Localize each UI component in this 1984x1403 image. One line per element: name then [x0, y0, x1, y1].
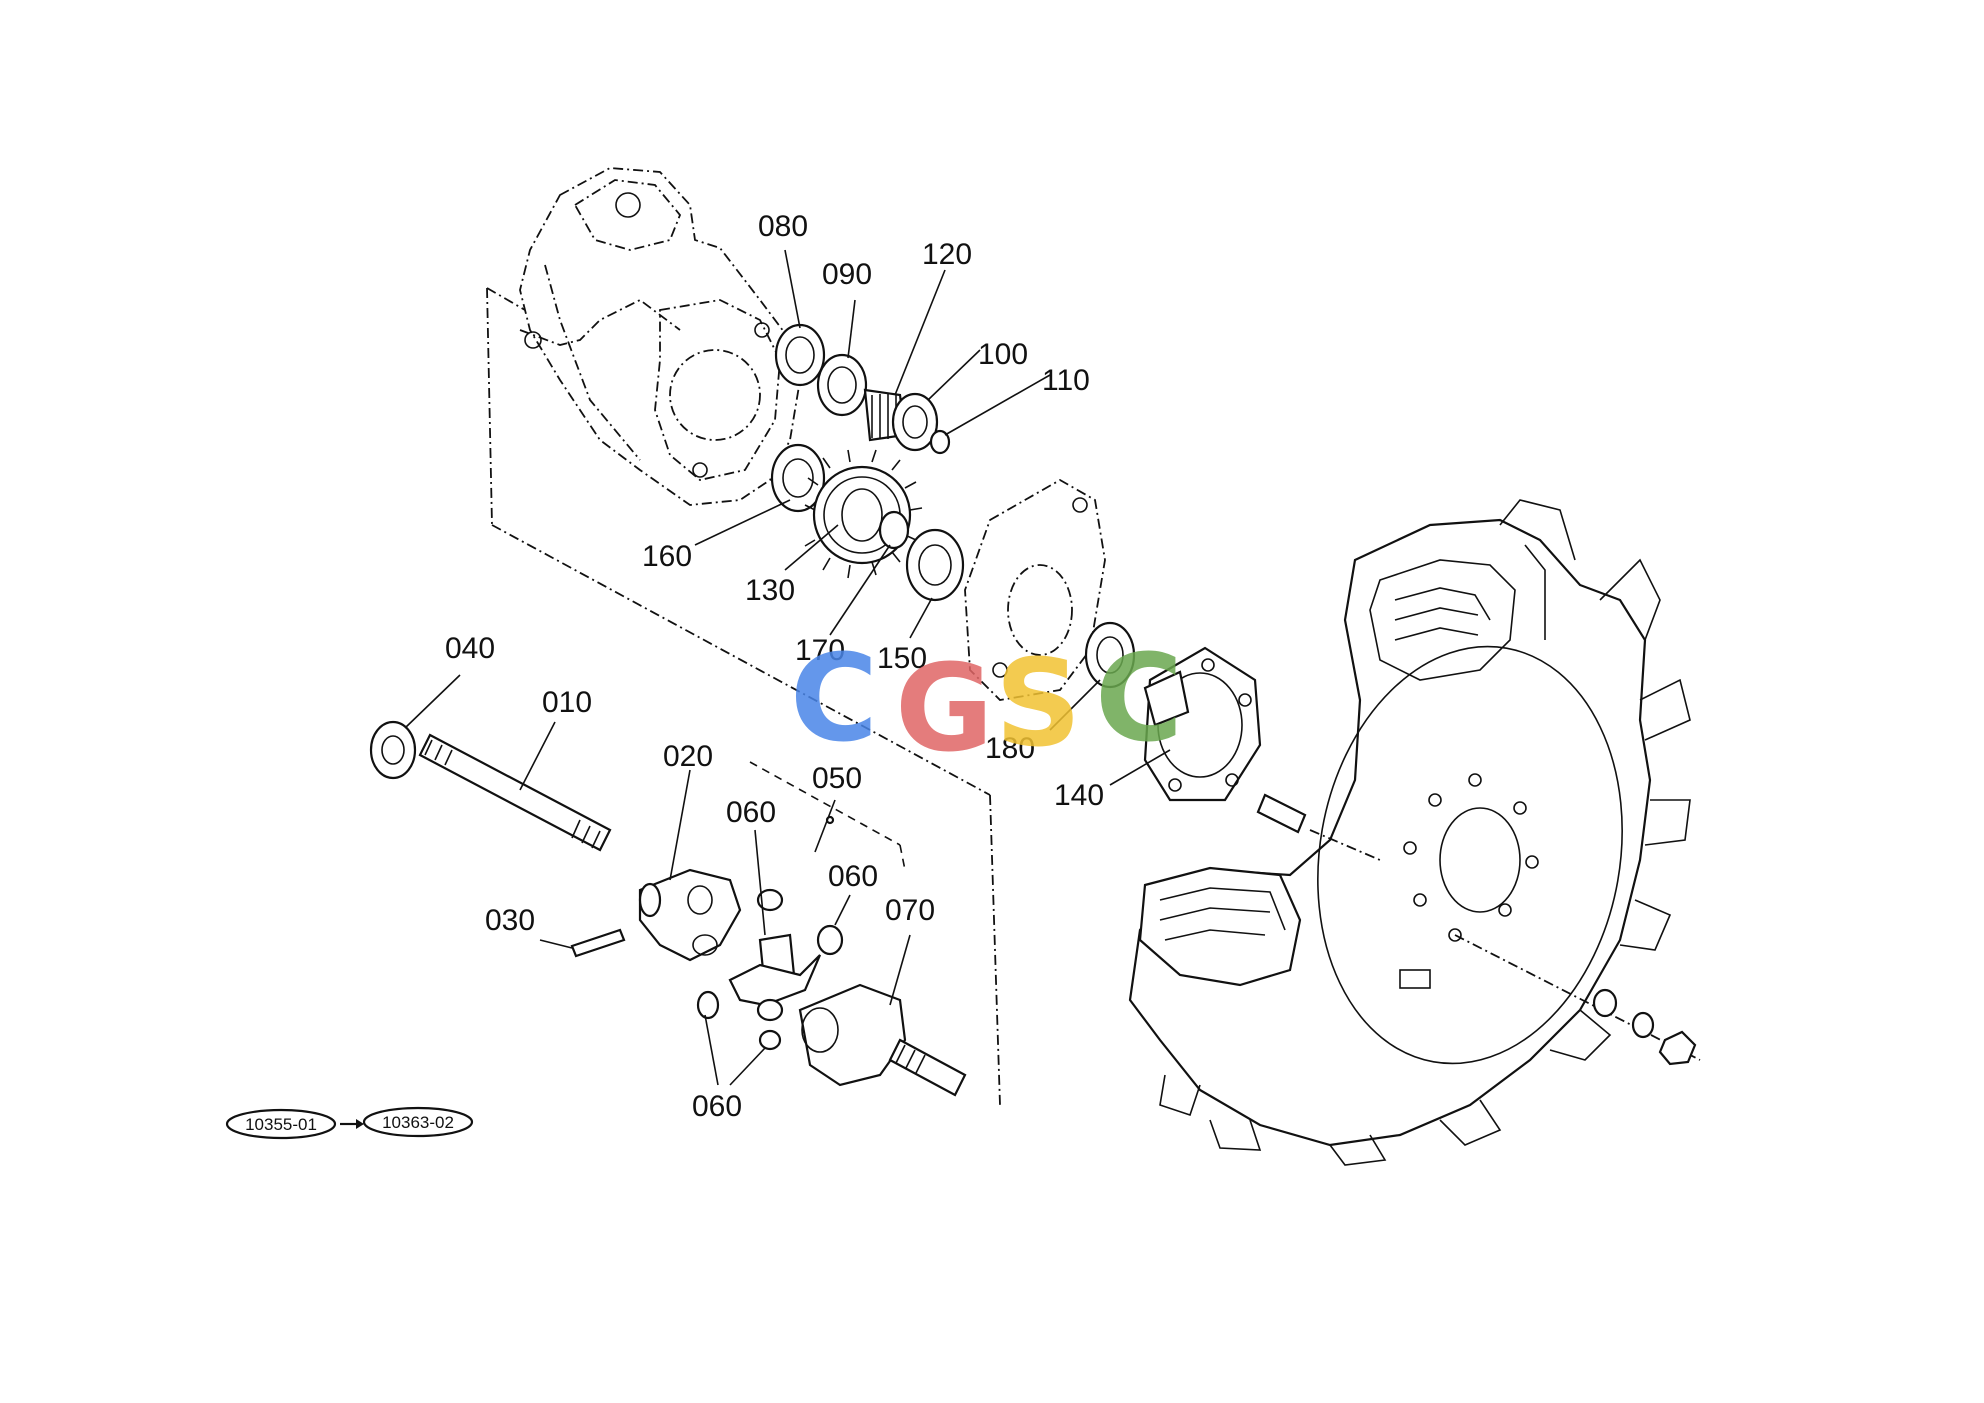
universal-joint	[638, 815, 967, 1097]
arrow-right-icon	[356, 1119, 364, 1129]
reference-from-oval	[225, 1108, 337, 1140]
iron-cage-wheel	[1128, 499, 1691, 1166]
watermark-letter-4: C	[1095, 630, 1183, 769]
reference-to-text: 10363-02	[382, 1113, 454, 1132]
label-030: 030	[485, 904, 535, 937]
cover-plate	[964, 478, 1136, 701]
label-060-upper: 060	[726, 796, 776, 829]
label-060-right: 060	[828, 860, 878, 893]
gear-case-housing	[519, 167, 801, 506]
leader-lines	[404, 249, 1171, 1086]
label-160: 160	[642, 540, 692, 573]
label-170: 170	[795, 634, 845, 667]
wheel-hardware	[1309, 829, 1701, 1066]
label-180: 180	[985, 732, 1035, 765]
label-020: 020	[663, 740, 713, 773]
wheel-flange	[1143, 646, 1307, 834]
part-number-labels: 080 090 120 100 110 160 130 170 150 180 …	[445, 210, 1104, 1123]
watermark-logo: C G S C	[790, 630, 1183, 779]
output-shaft	[369, 720, 626, 958]
label-150: 150	[877, 642, 927, 675]
label-140: 140	[1054, 779, 1104, 812]
label-100: 100	[978, 338, 1028, 371]
watermark-letter-1: C	[790, 630, 878, 769]
label-060-lower: 060	[692, 1090, 742, 1123]
label-070: 070	[885, 894, 935, 927]
lower-shaft-parts	[770, 443, 965, 602]
reference-to-oval	[362, 1106, 474, 1138]
label-090: 090	[822, 258, 872, 291]
label-110: 110	[1042, 364, 1090, 397]
assembly-bracket-lines	[486, 287, 1001, 1106]
label-120: 120	[922, 238, 972, 271]
watermark-letter-3: S	[995, 635, 1081, 774]
reference-from-text: 10355-01	[245, 1115, 317, 1134]
label-040: 040	[445, 632, 495, 665]
watermark-letter-2: G	[895, 640, 994, 779]
label-050: 050	[812, 762, 862, 795]
label-080: 080	[758, 210, 808, 243]
label-130: 130	[745, 574, 795, 607]
reference-tags: 10355-01 10363-02	[225, 1106, 474, 1140]
upper-shaft-parts	[774, 323, 951, 455]
label-010: 010	[542, 686, 592, 719]
